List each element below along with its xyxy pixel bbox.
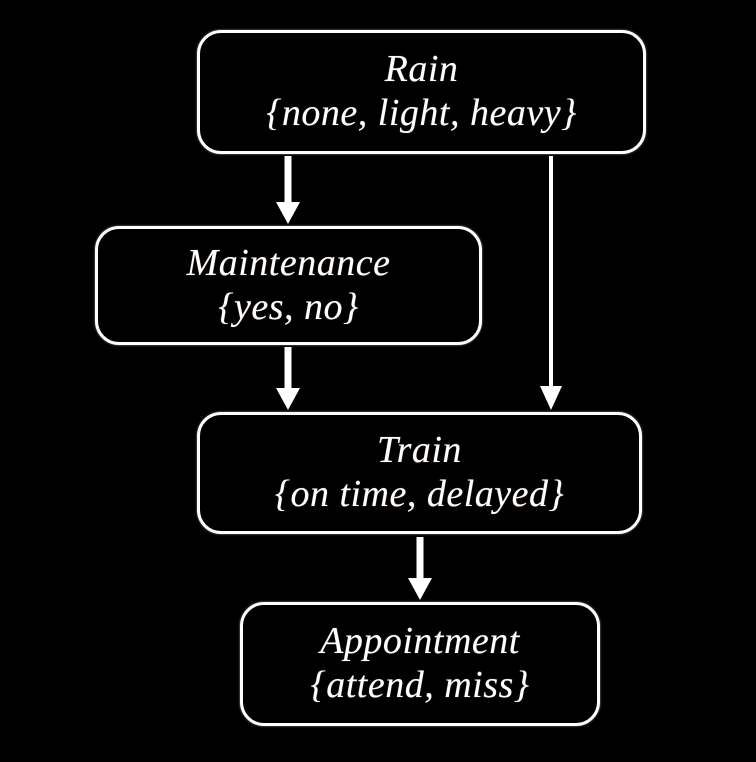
node-train[interactable]: Train {on time, delayed} (197, 412, 642, 534)
node-rain-states: {none, light, heavy} (266, 92, 577, 134)
node-appointment[interactable]: Appointment {attend, miss} (240, 602, 600, 726)
node-maintenance[interactable]: Maintenance {yes, no} (95, 226, 482, 345)
node-rain-label: Rain (384, 48, 459, 91)
arrow-train-to-appointment (408, 537, 432, 600)
node-appointment-states: {attend, miss} (310, 664, 530, 706)
node-appointment-label: Appointment (320, 620, 520, 663)
node-train-label: Train (377, 429, 462, 472)
node-train-states: {on time, delayed} (274, 473, 565, 515)
arrow-maintenance-to-train (276, 347, 300, 410)
node-rain[interactable]: Rain {none, light, heavy} (197, 30, 646, 154)
node-maintenance-states: {yes, no} (218, 285, 359, 328)
arrow-rain-to-maintenance (276, 156, 300, 224)
node-maintenance-label: Maintenance (186, 241, 391, 284)
arrow-rain-to-train (540, 156, 562, 410)
